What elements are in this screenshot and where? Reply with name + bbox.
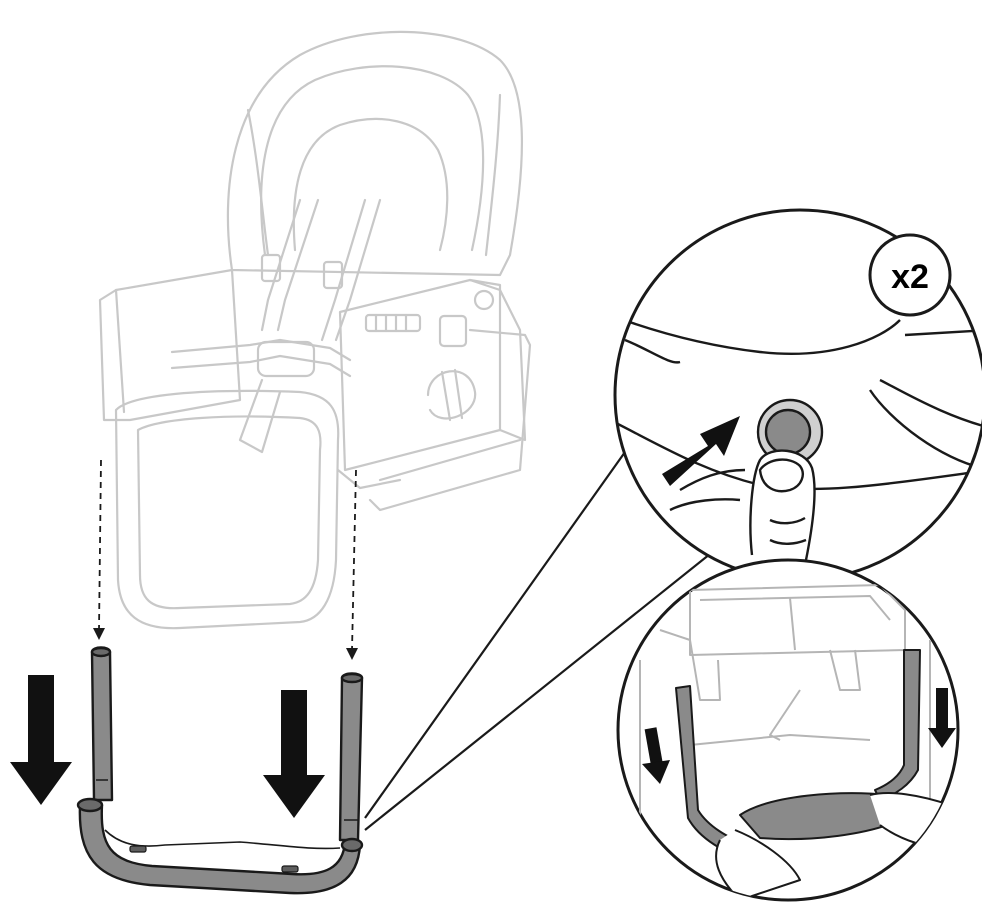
- arrow-down-icon: [263, 690, 325, 818]
- arrow-down-icon: [10, 675, 72, 805]
- u-frame-leg-tube: [78, 648, 362, 894]
- dashed-arrow-heads: [93, 628, 358, 660]
- detail-circle-frame-inserted: [618, 560, 960, 900]
- multiplier-badge: x2: [870, 235, 950, 315]
- multiplier-label: x2: [891, 258, 929, 296]
- high-chair-seat: [100, 32, 530, 628]
